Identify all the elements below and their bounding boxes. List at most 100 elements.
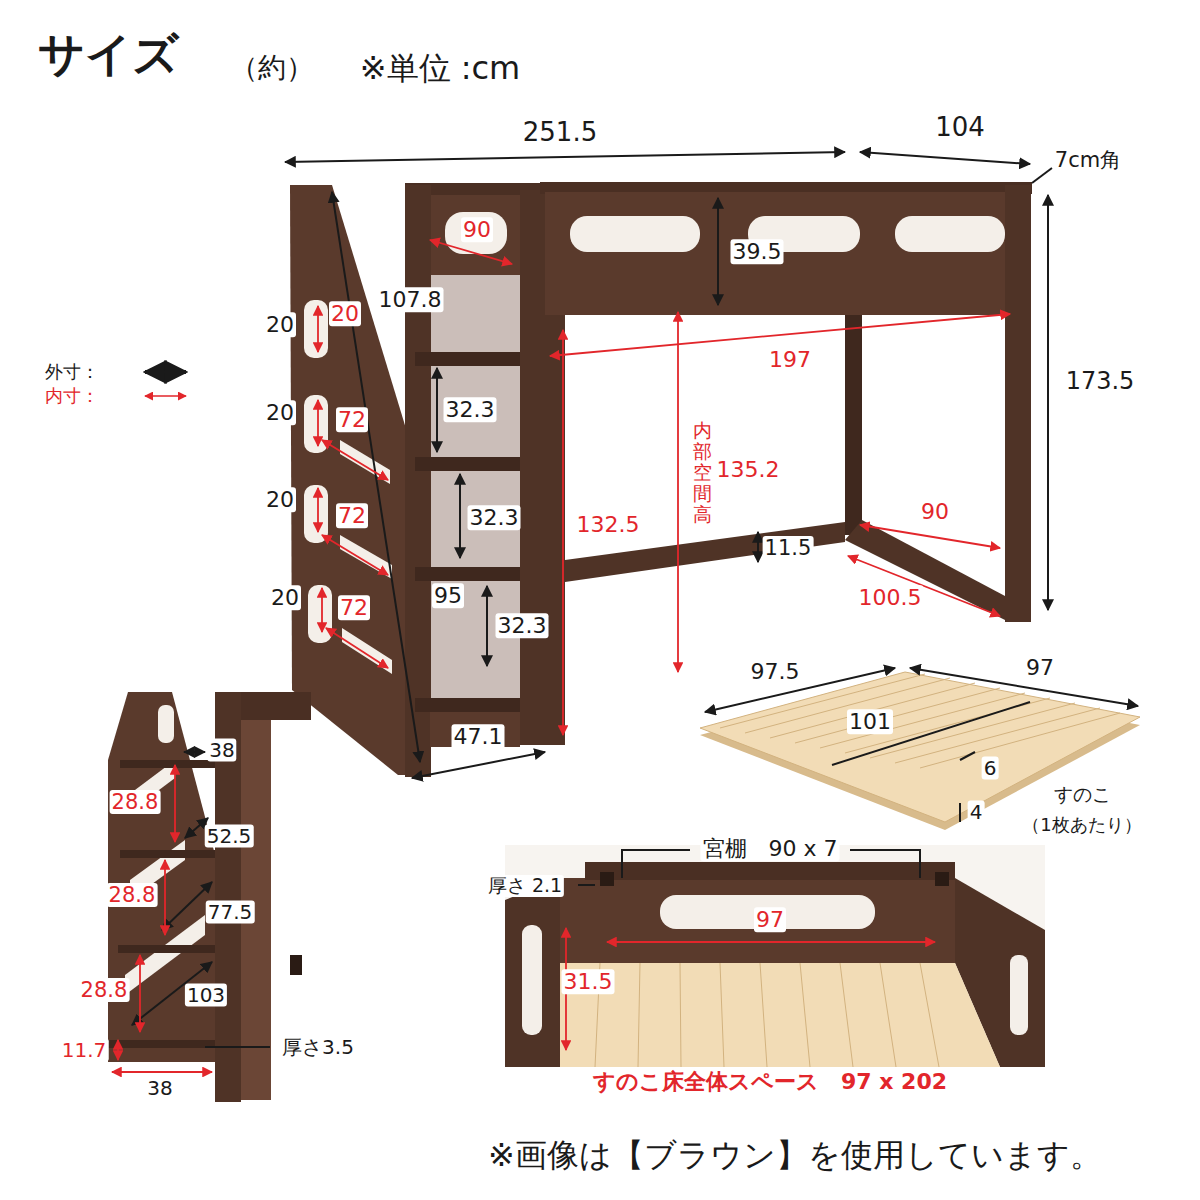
outer-dimension-line [436,368,438,452]
dimension-label: 20 [264,312,296,337]
inner-dimension-line [112,240,1010,1072]
dimension-label: 52.5 [205,825,254,848]
stair-unit [304,485,328,543]
bed-interior-photo [505,878,560,1067]
bed-frame [845,520,1005,620]
outer-dimension-line [1032,168,1052,183]
dimension-label: 103 [185,984,227,1007]
bed-interior-photo [505,845,1045,1067]
bed-frame [545,192,1007,315]
dimension-label: 107.8 [377,287,444,312]
caption-note: ※画像は【ブラウン】を使用しています。 [486,1137,1104,1174]
bed-interior-photo [920,963,939,1067]
stair-unit [304,395,328,453]
outer-dimension-line [184,751,205,753]
outer-dimension-line [412,752,545,778]
dimension-label: 28.8 [79,978,130,1002]
dimension-label: 100.5 [857,585,924,610]
slat-board [870,703,1075,758]
stair-closeup [120,760,215,768]
dimension-label: 173.5 [1064,368,1137,396]
bed-interior-photo [1010,955,1028,1035]
stair-unit [431,275,520,735]
stair-unit [415,698,520,712]
inner-dimension-line [317,400,319,446]
outer-dimension-line [1047,195,1049,610]
bed-interior-photo [680,963,681,1067]
outer-dimension-line [850,850,920,878]
bed-interior-photo [600,872,614,886]
outer-dimension-line [959,803,961,822]
dimension-label: 20 [264,487,296,512]
outer-dimension-line [860,152,1030,164]
inner-dimension-line [848,556,1000,616]
dimension-label: 97.5 [749,659,802,684]
dimension-label: 宮棚 90 x 7 [701,836,840,861]
dimension-label: 厚さ3.5 [280,1036,356,1059]
dimension-label: 251.5 [521,118,599,148]
inner-dimension-line [321,588,323,632]
inner-dimension-line [322,440,388,480]
dimension-label: 20 [329,301,361,326]
bed-frame [540,182,1032,745]
dimension-label: 132.5 [575,512,642,537]
inner-dimension-line [322,535,388,575]
legend-sample [145,372,186,396]
dimension-label: 97 [1024,655,1056,680]
stair-closeup [120,850,215,858]
outer-dimension-line [486,586,488,666]
bed-interior-photo [638,963,640,1067]
dimension-label: 20 [264,400,296,425]
bed-interior-photo [880,963,896,1067]
dimension-label: 38 [207,739,236,762]
inner-dimension-line [326,628,388,668]
stair-closeup [118,945,215,953]
stair-unit [290,185,414,775]
bed-interior-photo [935,872,949,886]
inner-dimension-line [562,330,564,735]
stair-unit [520,190,546,745]
bed-interior-photo [560,963,1000,1067]
dimension-label: 32.3 [496,613,549,638]
bed-frame [545,315,565,745]
bed-interior-photo [522,925,542,1035]
dimension-label: 101 [847,709,893,734]
stair-unit [290,183,546,777]
title: サイズ [36,28,181,81]
inner-dimension-line [164,860,166,935]
dimension-label: 104 [933,113,987,143]
stair-closeup [108,1040,215,1048]
legend-text: 内寸： [43,386,101,407]
stair-closeup [158,705,174,743]
inner-dimension-line [677,312,679,672]
outer-dimension-line [332,192,420,762]
inner-dimension-line [174,765,176,842]
dimension-label: 28.8 [107,883,158,907]
inner-dimension-line [860,525,1000,548]
outer-dimension-line [285,152,845,162]
dimension-label: 20 [269,585,301,610]
dimension-label: 197 [767,347,813,372]
inner-dimension-line [317,306,319,352]
dimension-label: 90 [461,217,493,242]
outer-dimension-line [162,882,212,930]
dimension-label: 95 [432,583,464,608]
dimension-label: （1枚あたり） [1020,815,1143,836]
bed-interior-photo [560,878,955,963]
inner-dimension-line [317,488,319,532]
dimension-label: 4 [968,801,985,824]
bed-frame [1005,185,1031,622]
bed-interior-photo [585,862,955,880]
slat-board [820,693,1025,748]
dimension-label: すのこ床全体スペース 97 x 202 [591,1069,949,1094]
dimension-label: 7cm角 [1053,148,1123,172]
dimension-label: 厚さ 2.1 [486,875,564,897]
dimension-label: 135.2 [715,457,782,482]
stair-closeup [290,955,302,975]
dimension-label: 72 [336,503,368,528]
slat-board [795,688,1000,743]
slat-board [920,713,1120,768]
dimension-label: 90 [919,499,951,524]
legend-sample [145,395,186,397]
bed-interior-photo [760,963,767,1067]
